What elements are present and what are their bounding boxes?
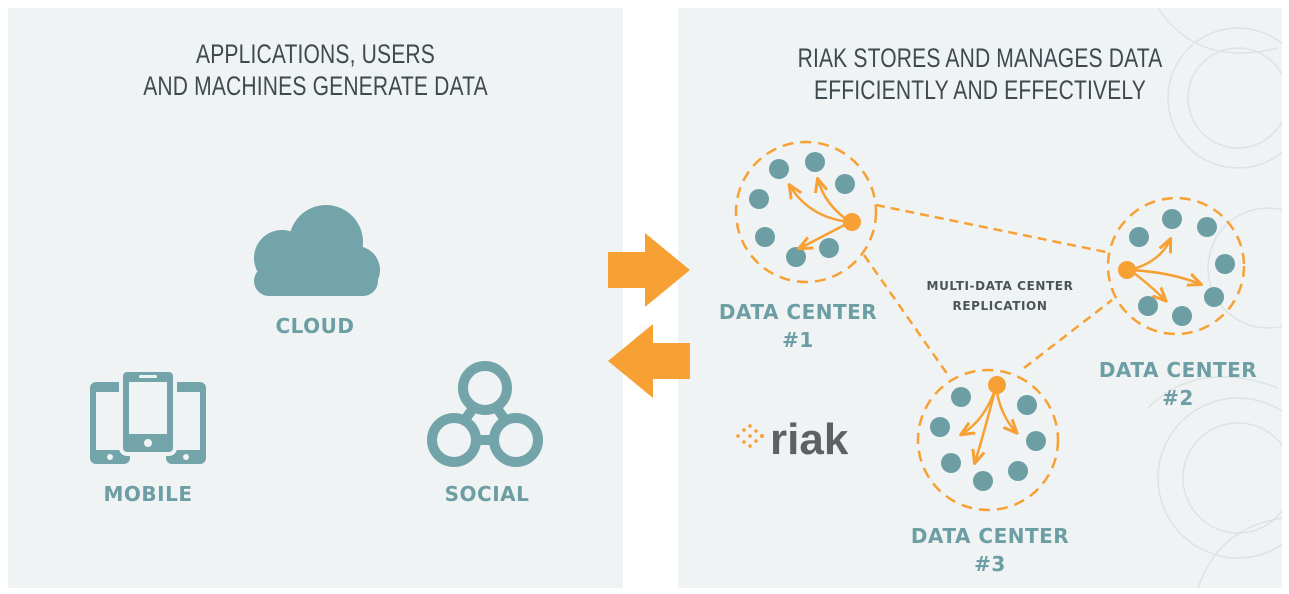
decorative-pattern [1147, 8, 1282, 588]
arrow-right-icon [608, 233, 690, 307]
data-center-2-label-line1: DATA CENTER [1098, 358, 1258, 382]
data-center-3-label-line1: DATA CENTER [910, 524, 1070, 548]
data-center-2-cluster [1106, 196, 1246, 336]
riak-logo-text: riak [770, 415, 849, 464]
left-title-line-2: AND MACHINES GENERATE DATA [143, 71, 488, 101]
left-title-line-1: APPLICATIONS, USERS [196, 39, 435, 69]
replication-caption-line1: MULTI-DATA CENTER [926, 279, 1074, 293]
social-network-icon [427, 361, 543, 467]
replication-caption-line2: REPLICATION [952, 299, 1048, 313]
arrow-left-icon [608, 324, 690, 398]
data-center-1-cluster [734, 140, 878, 284]
data-center-2-label-line2: #2 [1162, 386, 1194, 410]
mobile-label: MOBILE [103, 482, 193, 506]
data-center-3-cluster [916, 368, 1060, 512]
right-panel [678, 8, 1282, 588]
cloud-icon [254, 205, 380, 296]
right-title: RIAK STORES AND MANAGES DATA EFFICIENTLY… [744, 42, 1215, 106]
data-center-1-label: DATA CENTER #1 [700, 298, 896, 354]
cloud-label: CLOUD [275, 314, 355, 338]
left-panel [8, 8, 623, 588]
data-center-1-label-line1: DATA CENTER [718, 300, 878, 324]
mobile-devices-icon [90, 368, 206, 464]
social-label: SOCIAL [444, 482, 530, 506]
data-center-3-label-line2: #3 [974, 552, 1006, 576]
data-center-3-label: DATA CENTER #3 [892, 522, 1088, 578]
riak-logo-icon [736, 424, 764, 448]
data-center-1-label-line2: #1 [782, 328, 814, 352]
right-title-line-1: RIAK STORES AND MANAGES DATA [797, 43, 1163, 73]
left-title: APPLICATIONS, USERS AND MACHINES GENERAT… [76, 38, 556, 102]
replication-caption: MULTI-DATA CENTER REPLICATION [900, 276, 1100, 316]
data-center-2-label: DATA CENTER #2 [1080, 356, 1276, 412]
right-title-line-2: EFFICIENTLY AND EFFECTIVELY [814, 75, 1146, 105]
replication-links [862, 203, 1113, 379]
